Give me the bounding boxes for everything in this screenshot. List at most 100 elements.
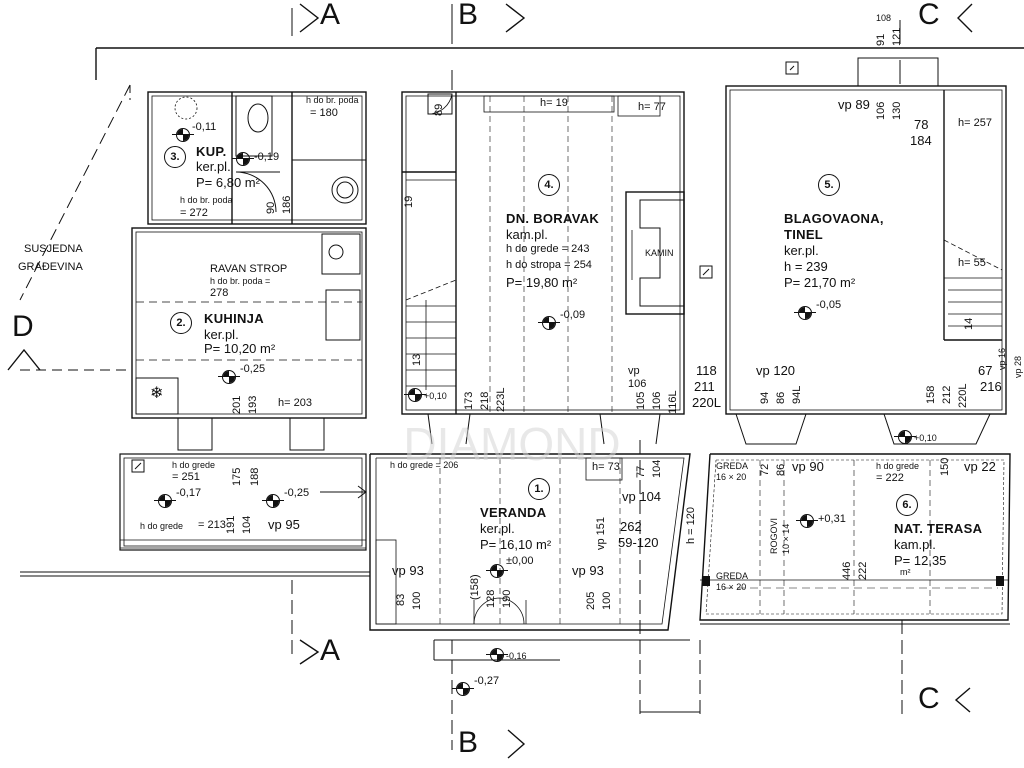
room-4-name: DN. BORAVAK bbox=[506, 211, 600, 226]
dim-vp22: vp 22 bbox=[964, 459, 996, 474]
dim-14: 14 bbox=[963, 317, 975, 330]
level-terrace-left-2: -0,25 bbox=[284, 487, 310, 499]
dim-h120: h = 120 bbox=[685, 506, 697, 544]
level-veranda: ±0,00 bbox=[506, 555, 534, 567]
dim-13: 13 bbox=[411, 353, 423, 366]
room-3-material: ker.pl. bbox=[196, 159, 231, 174]
dim-h206: h do grede = 206 bbox=[390, 460, 459, 470]
dim-158: 158 bbox=[925, 385, 937, 404]
room-4-height-ceiling: h do stropa = 254 bbox=[506, 259, 592, 271]
dim-86: 86 bbox=[775, 391, 787, 404]
watermark-text: DIAMOND bbox=[403, 418, 620, 470]
dim-77: 77 bbox=[635, 465, 647, 478]
level-marker-icon bbox=[404, 388, 426, 402]
dim-139: (158) bbox=[469, 574, 481, 600]
room-4-area: P= 19,80 m² bbox=[506, 275, 578, 290]
dim-top-91: 91 bbox=[875, 33, 887, 46]
dim-h213-a: h do grede bbox=[140, 521, 184, 531]
dim-vp28: vp 28 bbox=[1013, 355, 1023, 378]
dim-h272-b: = 272 bbox=[180, 207, 208, 219]
room-3-name: KUP. bbox=[196, 144, 227, 159]
dim-vp95: vp 95 bbox=[268, 517, 300, 532]
dim-201: 201 bbox=[231, 395, 243, 414]
beam-label-2: GREDA bbox=[716, 571, 749, 581]
section-label-a-top: A bbox=[320, 0, 341, 31]
section-label-b-bottom: B bbox=[458, 726, 479, 759]
dim-top-121: 121 bbox=[891, 27, 903, 46]
dim-h251-a: h do grede bbox=[172, 460, 216, 470]
dim-19: 19 bbox=[403, 195, 415, 208]
dim-104-b: 104 bbox=[651, 459, 663, 478]
level-marker-icon bbox=[262, 494, 284, 508]
dim-94: 94 bbox=[759, 391, 771, 404]
room-2-area: P= 10,20 m² bbox=[204, 341, 276, 356]
dim-vp16: vp 16 bbox=[997, 347, 1007, 370]
level-marker-icon bbox=[538, 316, 560, 330]
dim-vp89: vp 89 bbox=[838, 97, 870, 112]
room-5-name: BLAGOVAONA, bbox=[784, 211, 884, 226]
level-stair: +0,10 bbox=[424, 391, 447, 401]
dim-106: 106 bbox=[651, 391, 663, 410]
level-kup-1: -0,11 bbox=[192, 121, 217, 133]
dim-188: 188 bbox=[249, 467, 261, 486]
dim-h257: h= 257 bbox=[958, 117, 992, 129]
level-marker-icon bbox=[486, 564, 508, 578]
level-kup-2: -0,19 bbox=[254, 151, 280, 163]
level-marker-icon bbox=[794, 306, 816, 320]
dim-262: 262 bbox=[620, 519, 642, 534]
section-label-b-top: B bbox=[458, 0, 479, 31]
dim-vp106: vp bbox=[628, 365, 640, 377]
level-outside: -0,27 bbox=[474, 675, 500, 687]
level-marker-icon bbox=[486, 648, 508, 662]
room-6-name: NAT. TERASA bbox=[894, 521, 983, 536]
dim-222: 222 bbox=[857, 561, 869, 580]
dim-h251-b: = 251 bbox=[172, 471, 200, 483]
dim-446: 446 bbox=[841, 561, 853, 580]
dim-104-a: 104 bbox=[241, 515, 253, 534]
room-number-6: 6. bbox=[896, 494, 918, 516]
dim-190: 190 bbox=[501, 589, 513, 608]
dim-83: 83 bbox=[395, 593, 407, 606]
rafters-size: 10 × 14 bbox=[781, 523, 791, 554]
freezer-icon: ❄ bbox=[150, 385, 164, 402]
room-5-height: h = 239 bbox=[784, 259, 828, 274]
dim-128: 128 bbox=[485, 589, 497, 608]
dim-h180-b: = 180 bbox=[310, 107, 338, 119]
dim-h19: h= 19 bbox=[540, 97, 568, 109]
kitchen-note-height-label: h do br. poda = bbox=[210, 276, 271, 286]
room-2-material: ker.pl. bbox=[204, 327, 239, 342]
kitchen-note-ceiling: RAVAN STROP bbox=[210, 263, 288, 275]
dim-220L: 220L bbox=[692, 395, 721, 410]
dim-72: 72 bbox=[759, 463, 771, 476]
dim-h213-b: = 213 bbox=[198, 519, 226, 531]
room-5-material: ker.pl. bbox=[784, 243, 819, 258]
dim-vp93-a: vp 93 bbox=[392, 563, 424, 578]
dim-78: 78 bbox=[914, 117, 929, 132]
dim-h222-b: = 222 bbox=[876, 472, 904, 484]
room-6-area-unit: m² bbox=[900, 567, 911, 577]
section-label-a-bottom: A bbox=[320, 634, 341, 667]
section-label-d-left: D bbox=[12, 310, 34, 343]
room-6-material: kam.pl. bbox=[894, 537, 936, 552]
room-5-name-line2: TINEL bbox=[784, 227, 824, 242]
room-number-2: 2. bbox=[170, 312, 192, 334]
level-marker-icon bbox=[232, 152, 254, 166]
dim-h73: h= 73 bbox=[592, 461, 620, 473]
level-marker-icon bbox=[894, 430, 916, 444]
beam-size-2: 16 × 20 bbox=[716, 582, 747, 592]
dim-118: 118 bbox=[696, 363, 717, 378]
dim-h203: h= 203 bbox=[278, 397, 312, 409]
dim-106-top: 106 bbox=[875, 101, 887, 120]
dim-216: 216 bbox=[980, 379, 1002, 394]
room-number-4: 4. bbox=[538, 174, 560, 196]
dim-191: 191 bbox=[225, 515, 237, 534]
room-1-material: ker.pl. bbox=[480, 521, 515, 536]
dim-184: 184 bbox=[910, 133, 932, 148]
dim-100-a: 100 bbox=[411, 591, 423, 610]
dim-211: 211 bbox=[694, 379, 715, 394]
dim-67: 67 bbox=[978, 363, 993, 378]
dim-94L: 94L bbox=[791, 385, 803, 404]
neighbor-label-line1: SUSJEDNA bbox=[24, 243, 83, 255]
level-dining: -0,05 bbox=[816, 299, 842, 311]
